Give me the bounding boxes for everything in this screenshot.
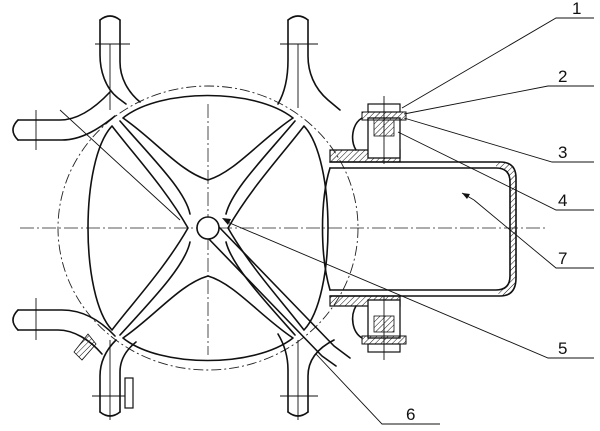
bottom-lug xyxy=(351,305,363,339)
arm-bl-hatch xyxy=(73,333,97,361)
arm-bl-horiz-b xyxy=(17,329,103,355)
diagonal-rods xyxy=(59,109,351,367)
bottom-bolt-core xyxy=(373,315,395,333)
frame-edge-bl xyxy=(119,241,191,336)
leader-5 xyxy=(224,220,594,359)
arm-bl-vert-a xyxy=(99,339,117,413)
arm-top-right xyxy=(277,15,341,111)
top-bolt-core xyxy=(373,119,395,137)
callout-5: 5 xyxy=(558,339,567,358)
leader-6 xyxy=(315,353,440,425)
leader-5-arrowhead xyxy=(222,218,231,225)
arm-tr-vert-b xyxy=(307,19,341,111)
arm-tl-cap-h xyxy=(12,119,19,141)
clamp-housing xyxy=(321,117,517,339)
rod-6-a xyxy=(205,235,337,367)
arm-top-left xyxy=(12,15,141,150)
leader-2 xyxy=(403,85,594,115)
leader-7-arrowhead xyxy=(462,193,470,199)
callout-labels: 1 2 3 4 7 5 6 xyxy=(406,0,581,424)
left-lobe xyxy=(87,125,189,331)
leader-7 xyxy=(473,199,594,269)
housing-left-curve xyxy=(321,167,331,291)
frame-edge-tr xyxy=(225,120,296,215)
arm-bottom-left xyxy=(12,298,137,420)
leader-1 xyxy=(401,17,594,109)
top-lug xyxy=(351,117,363,151)
centerlines xyxy=(20,104,548,355)
arm-br-vert-b xyxy=(307,339,335,413)
arm-tl-vert-b xyxy=(119,19,141,103)
frame-body xyxy=(87,94,329,362)
arm-bottom-right xyxy=(277,333,335,420)
callout-6: 6 xyxy=(406,405,415,424)
arm-tr-vert-a xyxy=(277,19,289,105)
arm-ghost-line xyxy=(59,109,181,221)
leader-lines xyxy=(222,17,594,425)
arm-tl-cap xyxy=(99,15,121,21)
leader-4 xyxy=(397,131,594,211)
arm-tl-horiz-b xyxy=(17,115,116,141)
arm-tr-cap xyxy=(287,15,309,21)
bottom-bolt-assembly xyxy=(361,296,407,360)
center-hub xyxy=(196,216,220,240)
lower-lobe xyxy=(122,275,294,362)
top-bolt-assembly xyxy=(361,96,407,164)
frame-edge-tl xyxy=(119,120,191,215)
frame-edge-br xyxy=(225,241,296,336)
housing-wall-hatch xyxy=(496,162,516,296)
callout-4: 4 xyxy=(558,191,567,210)
rod-6-b xyxy=(217,225,351,359)
upper-lobe xyxy=(122,94,294,181)
callout-1: 1 xyxy=(572,0,581,18)
housing-inner xyxy=(329,167,511,291)
callout-2: 2 xyxy=(558,67,567,86)
arm-bl-horiz-a xyxy=(17,309,116,337)
reference-circle xyxy=(57,85,359,371)
arm-tl-vert-a xyxy=(99,19,127,105)
arm-bl-cap-h xyxy=(12,309,19,331)
callout-7: 7 xyxy=(558,249,567,268)
right-lobe xyxy=(227,125,329,331)
arm-tl-horiz-a xyxy=(17,91,111,121)
leader-3 xyxy=(403,117,594,163)
callout-3: 3 xyxy=(558,143,567,162)
arm-br-vert-a xyxy=(277,333,289,413)
arm-bl-small-block xyxy=(124,377,134,409)
arm-bl-vert-b xyxy=(119,341,137,413)
